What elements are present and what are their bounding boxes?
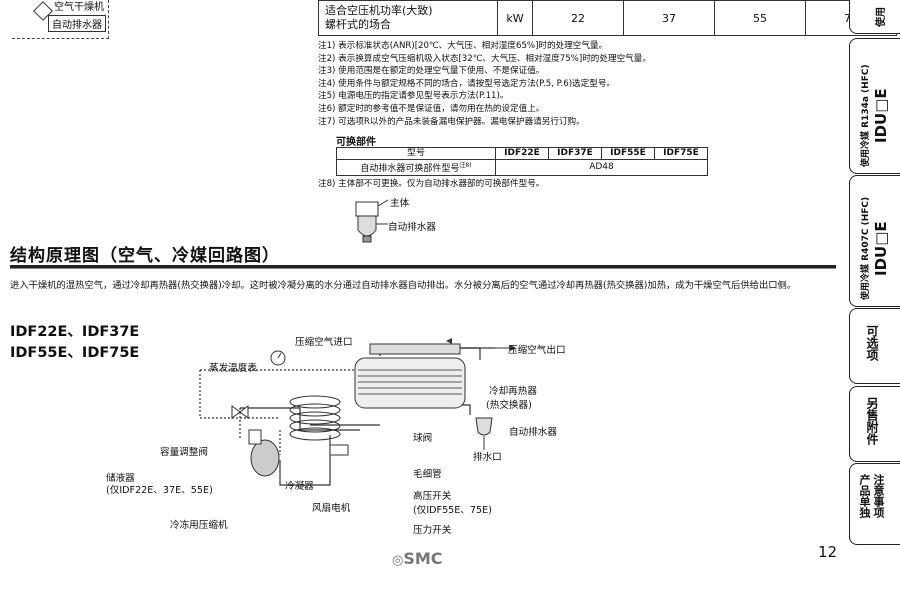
smc-logo: ◎SMC [392, 549, 443, 568]
tab-r407c-big: IDU□E [872, 221, 890, 276]
parts-title: 可换部件 [336, 137, 376, 148]
section-title: 结构原理图（空气、冷媒回路图） [10, 246, 280, 266]
label-fan-motor: 风扇电机 [312, 503, 351, 514]
label-hp-switch-sub: (仅IDF55E、75E) [413, 505, 492, 516]
tab-accessories-label: 另售附件 [865, 397, 879, 445]
parts-model: IDF37E [548, 147, 602, 160]
fig-body-label: 主体 [390, 198, 410, 209]
spec-label: 适合空压机功率(大致)螺杆式的场合 [318, 0, 498, 36]
title-rule [10, 265, 836, 268]
label-compressor: 冷冻用压缩机 [170, 520, 228, 531]
model-line: IDF55E、IDF75E [10, 345, 140, 361]
label-pressure-switch: 压力开关 [413, 525, 452, 536]
fragment-label-dryer: 空气干燥机 [54, 2, 104, 13]
label-capillary: 毛细管 [413, 469, 442, 480]
tab-options[interactable]: 可选项 [849, 308, 900, 384]
note-item: 注7) 可选项R以外的产品未装备漏电保护器。漏电保护器请另行订购。 [318, 116, 585, 127]
tab-usage[interactable]: 使用 [849, 0, 900, 34]
note-item: 注3) 使用范围是在额定的处理空气量下使用、不是保证值。 [318, 66, 545, 77]
parts-col-model: 型号 [336, 147, 496, 160]
label-reheater: 冷却再热器 [489, 386, 537, 397]
circuit-diagram [199, 338, 516, 486]
tab-r134a[interactable]: 使用冷媒 R134a (HFC) IDU□E [849, 38, 900, 174]
label-condenser: 冷凝器 [285, 481, 314, 492]
label-drain-port: 排水口 [473, 452, 502, 463]
parts-row-value: AD48 [495, 159, 708, 176]
spec-value: 37 [623, 0, 715, 36]
note-item: 注1) 表示标准状态(ANR)[20℃、大气压、相对湿度65%]时的处理空气量。 [318, 41, 608, 51]
note8: 注8) 主体部不可更换。仅为自动排水器部的可换部件型号。 [318, 179, 545, 189]
title-rule-thin [10, 268, 836, 269]
label-outlet: 压缩空气出口 [508, 345, 566, 356]
tab-accessories[interactable]: 另售附件 [849, 386, 900, 462]
spec-label-text: 适合空压机功率(大致)螺杆式的场合 [325, 4, 433, 31]
label-inlet: 压缩空气进口 [295, 337, 353, 348]
tab-options-label: 可选项 [865, 325, 879, 361]
parts-row-label-text: 自动排水器可换部件型号 [360, 164, 460, 174]
fragment-dashed-box [12, 0, 109, 39]
model-line: IDF22E、IDF37E [10, 324, 140, 340]
drain-figure [355, 199, 389, 243]
tab-r407c[interactable]: 使用冷媒 R407C (HFC) IDU□E [849, 175, 900, 307]
notes-list: 注1) 表示标准状态(ANR)[20℃、大气压、相对湿度65%]时的处理空气量。… [318, 40, 651, 128]
tab-precautions-label-b: 注意事项 [872, 474, 885, 518]
spec-unit: kW [497, 0, 533, 36]
label-hp-switch: 高压开关 [413, 491, 452, 502]
smc-logo-icon: ◎ [392, 553, 404, 568]
spec-value: 22 [532, 0, 624, 36]
intro-text: 进入干燥机的湿热空气，通过冷却再热器(热交换器)冷却。这时被冷凝分离的水分通过自… [10, 280, 797, 291]
parts-model: IDF22E [495, 147, 549, 160]
tab-r407c-small: 使用冷媒 R407C (HFC) [861, 196, 871, 300]
parts-table: 型号 IDF22E IDF37E IDF55E IDF75E 自动排水器可换部件… [336, 147, 708, 176]
fragment-label-drain: 自动排水器 [48, 15, 106, 32]
tab-usage-label: 使用 [876, 7, 887, 27]
label-ball-valve: 球阀 [413, 433, 433, 444]
spec-value: 55 [714, 0, 806, 36]
label-receiver: 储液器 [106, 473, 135, 484]
note-item: 注5) 电源电压的指定请参见型号表示方法(P.11)。 [318, 91, 509, 102]
note-item: 注6) 额定时的参考值不是保证值，请勿用在热的设定值上。 [318, 103, 545, 114]
parts-model: IDF55E [601, 147, 655, 160]
page-number: 12 [818, 543, 838, 561]
parts-row-note: 注8) [459, 162, 472, 169]
note-item: 注2) 表示换算成空气压缩机吸入状态[32℃、大气压、相对湿度75%]时的处理空… [318, 53, 651, 64]
fig-drain-label: 自动排水器 [388, 222, 436, 233]
smc-logo-text: SMC [403, 549, 443, 568]
label-evap-temp: 蒸发温度表 [209, 363, 257, 374]
parts-row-label: 自动排水器可换部件型号注8) [336, 159, 496, 176]
label-receiver-sub: (仅IDF22E、37E、55E) [106, 485, 213, 496]
label-auto-drain: 自动排水器 [509, 427, 557, 438]
tab-precautions[interactable]: 产品单独 注意事项 [849, 463, 900, 545]
note-item: 注4) 使用条件与额定规格不同的场合，请按型号选定方法(P.5, P.6)选定型… [318, 78, 616, 89]
parts-model: IDF75E [654, 147, 708, 160]
tab-r134a-small: 使用冷媒 R134a (HFC) [861, 64, 871, 167]
label-capacity-valve: 容量调整阀 [160, 447, 208, 458]
label-reheater-sub: (热交换器) [486, 400, 532, 411]
tab-r134a-big: IDU□E [872, 88, 890, 143]
tab-precautions-label-a: 产品单独 [858, 474, 871, 518]
spec-table: 适合空压机功率(大致)螺杆式的场合 kW 22 37 55 75 [318, 0, 897, 36]
